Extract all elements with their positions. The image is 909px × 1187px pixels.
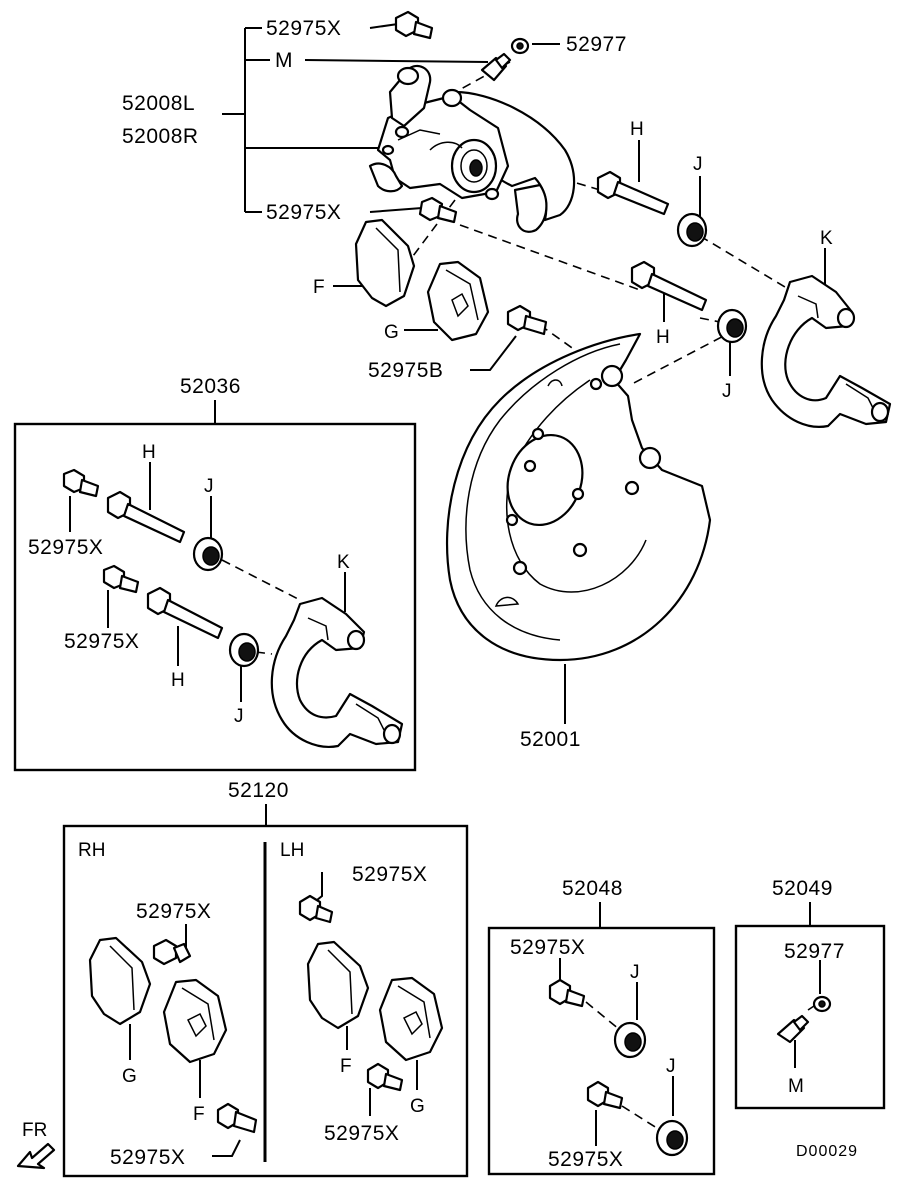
kit-52036-j2: J (234, 706, 244, 727)
kit-52036-leaders (69, 462, 346, 702)
kit-52036-pin2-icon (146, 586, 224, 640)
sleeve-mid-icon (716, 308, 748, 344)
kit-52036-bolt2-icon (102, 564, 140, 594)
kit-52048-bolt1-icon (548, 978, 586, 1008)
kit-52036-pin1-icon (106, 490, 186, 544)
kit-52048-sleeve1-icon (613, 1021, 647, 1059)
kit-52048-bolt2-icon (586, 1080, 624, 1110)
brake-pad-inner-icon (426, 260, 490, 342)
rh-pad-inner-icon (162, 978, 228, 1064)
lh-bolt-bottom-icon (366, 1062, 404, 1092)
kit-52036-title: 52036 (180, 375, 241, 398)
slide-pin-top-icon (596, 170, 670, 216)
label-h-top: H (630, 119, 644, 140)
lh-bolt-top-icon (298, 894, 334, 924)
guide-bolt-b-icon (506, 304, 548, 336)
kit-52120-lh-g: G (410, 1096, 425, 1117)
kit-52120-rh-g: G (122, 1066, 137, 1087)
kit-52036-sleeve1-icon (192, 536, 224, 572)
fr-arrow-icon (16, 1142, 56, 1170)
label-h-mid: H (656, 327, 670, 348)
kit-52048-j2: J (666, 1056, 676, 1077)
kit-52036-bolt1: 52975X (28, 536, 103, 559)
lh-pad-inner-icon (378, 976, 444, 1062)
label-f: F (313, 277, 325, 298)
kit-52120-rh-bolt-bottom: 52975X (110, 1146, 185, 1169)
kit-52120-lh-bolt-top: 52975X (352, 863, 427, 886)
kit-52048-leaders (559, 958, 674, 1146)
kit-52049-bleeder: 52977 (784, 940, 845, 963)
kit-52036-bolt1-icon (62, 468, 100, 498)
diagram-code: D00029 (796, 1143, 858, 1160)
bleeder-screw-icon (480, 52, 512, 82)
kit-52048-title: 52048 (562, 877, 623, 900)
kit-52048-bolt-bottom: 52975X (548, 1148, 623, 1171)
kit-52120-box (62, 824, 469, 1178)
backing-plate-icon (445, 332, 712, 662)
kit-52036-h2: H (171, 670, 185, 691)
kit-52048-box (487, 926, 716, 1176)
bleeder-cap-icon (510, 37, 530, 55)
label-caliper-r: 52008R (122, 125, 199, 148)
label-backing-plate: 52001 (520, 728, 581, 751)
kit-52049-leaders (794, 960, 821, 1068)
kit-52120-rh: RH (78, 840, 105, 861)
caliper-assembly (368, 64, 576, 233)
label-j-mid: J (722, 381, 732, 402)
label-bleeder: 52977 (566, 33, 627, 56)
label-caliper-l: 52008L (122, 92, 195, 115)
label-m: M (275, 49, 293, 72)
kit-52120-lh-bolt-bottom: 52975X (324, 1122, 399, 1145)
kit-52036-h1: H (142, 442, 156, 463)
label-j-top: J (693, 154, 703, 175)
kit-52048-bolt-top: 52975X (510, 936, 585, 959)
caliper-bracket-icon (760, 274, 892, 428)
kit-52120-rh-bolt-top: 52975X (136, 900, 211, 923)
kit-52048-sleeve2-icon (655, 1119, 689, 1157)
caliper-hardware (394, 10, 530, 224)
kit-52120-lh: LH (280, 840, 304, 861)
bolt-top-icon (394, 10, 434, 40)
rh-bolt-top-icon (152, 938, 192, 966)
slide-pin-mid-icon (630, 260, 708, 312)
kit-52120-title: 52120 (228, 779, 289, 802)
label-k: K (820, 228, 833, 249)
sleeve-top-icon (676, 212, 708, 248)
kit-52049-bleeder-icon (776, 1014, 810, 1044)
kit-52120-lh-f: F (340, 1056, 352, 1077)
label-bolt-bottom: 52975X (266, 201, 341, 224)
rh-pad-outer-icon (88, 936, 152, 1026)
kit-52036-bracket-icon (270, 596, 404, 748)
kit-52036-bolt2: 52975X (64, 630, 139, 653)
fr-label: FR (22, 1120, 47, 1141)
label-bolt-b: 52975B (368, 359, 443, 382)
kit-52049-m: M (788, 1076, 804, 1097)
kit-52036-box (13, 422, 417, 772)
lh-pad-outer-icon (306, 940, 370, 1030)
label-bolt-top: 52975X (266, 17, 341, 40)
kit-52036-j1: J (204, 476, 214, 497)
kit-52036-sleeve2-icon (228, 632, 260, 668)
rh-bolt-bottom-icon (216, 1102, 258, 1134)
kit-52048-j1: J (630, 962, 640, 983)
kit-52036-k: K (337, 552, 350, 573)
kit-52049-box (734, 924, 886, 1110)
brake-pad-outer-icon (354, 218, 416, 308)
kit-52049-title: 52049 (772, 877, 833, 900)
kit-52049-cap-icon (812, 995, 832, 1013)
kit-52120-rh-f: F (193, 1104, 205, 1125)
label-g: G (384, 322, 399, 343)
bolt-bottom-icon (418, 196, 458, 224)
